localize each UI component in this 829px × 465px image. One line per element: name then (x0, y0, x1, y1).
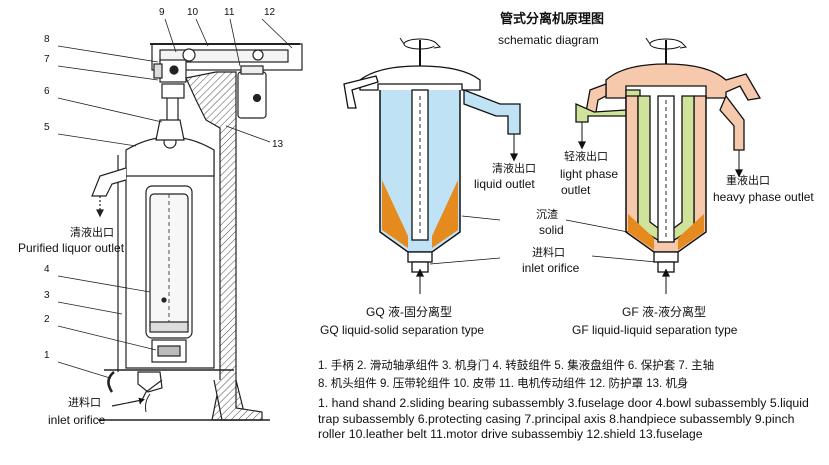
solid-label-en: solid (539, 223, 564, 237)
diagram-title-en: schematic diagram (498, 33, 599, 47)
centrifuge-machine-drawing (91, 43, 303, 421)
light-phase-label-cn: 轻液出口 (564, 151, 608, 163)
gq-outlet-label-cn: 清液出口 (492, 163, 536, 175)
part-number-10: 10 (187, 7, 199, 18)
part-number-6: 6 (44, 86, 50, 97)
part-leader-lines (57, 18, 293, 379)
gq-outlet-label-en: liquid outlet (474, 177, 535, 191)
left-inlet-label-en: inlet orifice (48, 413, 106, 427)
part-number-2: 2 (44, 314, 50, 325)
center-inlet-label-cn: 进料口 (532, 247, 565, 259)
light-phase-label-en-1: light phase (560, 167, 619, 181)
part-number-12: 12 (264, 7, 276, 18)
heavy-phase-label-cn: 重液出口 (726, 175, 770, 187)
heavy-phase-label-en: heavy phase outlet (713, 190, 814, 204)
parts-legend-cn-line-2: 8. 机头组件 9. 压带轮组件 10. 皮带 11. 电机传动组件 12. 防… (318, 378, 689, 390)
parts-legend-cn-line-1: 1. 手柄 2. 滑动轴承组件 3. 机身门 4. 转鼓组件 5. 集液盘组件 … (318, 360, 715, 372)
center-inlet-label-en: inlet orifice (522, 261, 580, 275)
parts-legend-en: 1. hand shand 2.sliding bearing subassem… (318, 396, 809, 441)
solid-label-cn: 沉渣 (536, 209, 558, 221)
left-inlet-label-cn: 进料口 (68, 397, 101, 409)
diagram-title-cn: 管式分离机原理图 (500, 11, 605, 26)
part-number-9: 9 (159, 7, 165, 18)
purified-outlet-label-cn: 清液出口 (70, 227, 114, 239)
gf-caption-cn: GF 液-液分离型 (622, 305, 706, 319)
part-number-1: 1 (44, 350, 50, 361)
gf-caption-en: GF liquid-liquid separation type (572, 323, 738, 337)
part-number-11: 11 (224, 7, 235, 18)
part-number-4: 4 (44, 264, 50, 275)
part-number-8: 8 (44, 34, 50, 45)
gq-caption-en: GQ liquid-solid separation type (320, 323, 485, 337)
part-number-7: 7 (44, 54, 50, 65)
purified-outlet-label-en: Purified liquor outlet (18, 241, 125, 255)
gq-separator-drawing (343, 37, 521, 294)
gf-separator-drawing (565, 37, 762, 294)
part-number-13: 13 (272, 139, 284, 150)
part-number-5: 5 (44, 122, 50, 133)
part-number-3: 3 (44, 290, 50, 301)
light-phase-label-en-2: outlet (561, 183, 591, 197)
gq-caption-cn: GQ 液-固分离型 (366, 305, 452, 319)
